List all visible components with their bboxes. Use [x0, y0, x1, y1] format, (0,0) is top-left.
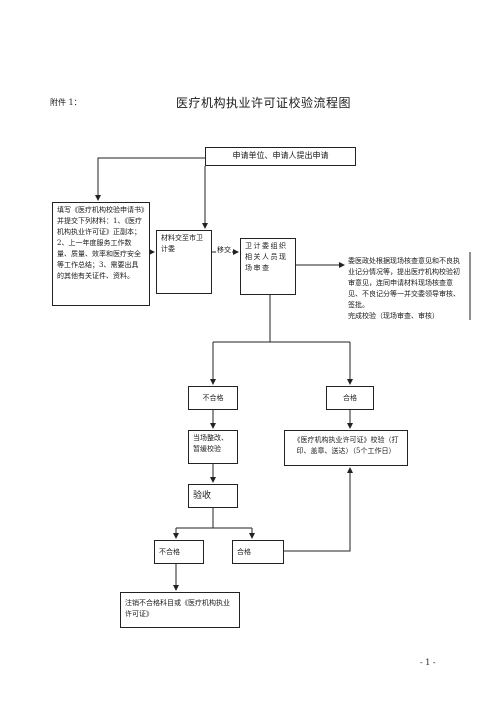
result-fail2-text: 不合格 [159, 548, 180, 556]
result-fail: 不合格 [188, 386, 238, 410]
result-fail2: 不合格 [154, 540, 204, 564]
step-submit-text: 材料交至市卫计委 [161, 234, 203, 253]
page-title: 医疗机构执业许可证校验流程图 [176, 96, 352, 110]
arrow-pass2-to-certificate [284, 467, 353, 552]
step-inspect: 卫计委组织相关人员现场审查 [240, 238, 296, 295]
step-apply-text: 申请单位、申请人提出申请 [232, 151, 329, 160]
step-certificate: 《医疗机构执业许可证》校验（打印、盖章、送达）（5个工作日） [284, 430, 408, 466]
step-materials-text: 填写《医疗机构校验申请书》并提交下列材料：1、《医疗机构执业许可证》正副本；2、… [57, 206, 145, 280]
step-acceptance: 验收 [188, 484, 238, 508]
step-revoke-text: 注销不合格科目或《医疗机构执业许可证》 [125, 599, 230, 618]
step-inspect-text: 卫计委组织相关人员现场审查 [245, 242, 288, 272]
step-review: 委医政处根据现场核查意见和不良执业记分情况等，提出医疗机构校验初审意见，连同申请… [348, 256, 466, 322]
result-fail-text: 不合格 [202, 394, 224, 402]
step-rectify: 当场整改、暂缓校验 [188, 430, 238, 464]
page-number: - 1 - [420, 658, 436, 667]
result-pass: 合格 [326, 386, 374, 410]
handover-label: 移交 [216, 245, 232, 255]
step-rectify-text: 当场整改、暂缓校验 [193, 434, 228, 453]
step-apply: 申请单位、申请人提出申请 [205, 147, 356, 166]
attachment-label: 附件 1： [50, 98, 82, 107]
arrow-start-to-materials [95, 157, 205, 201]
step-submit: 材料交至市卫计委 [156, 230, 212, 294]
step-certificate-text: 《医疗机构执业许可证》校验（打印、盖章、送达）（5个工作日） [293, 436, 399, 455]
step-materials: 填写《医疗机构校验申请书》并提交下列材料：1、《医疗机构执业许可证》正副本；2、… [52, 202, 150, 306]
result-pass2-text: 合格 [237, 548, 251, 556]
step-revoke: 注销不合格科目或《医疗机构执业许可证》 [120, 592, 240, 628]
result-pass2: 合格 [232, 540, 284, 564]
result-pass-text: 合格 [343, 394, 357, 402]
step-complete-text: 完成校验（现场审查、审核） [348, 312, 439, 320]
step-review-text: 委医政处根据现场核查意见和不良执业记分情况等，提出医疗机构校验初审意见，连同申请… [348, 257, 460, 309]
step-acceptance-text: 验收 [193, 491, 212, 501]
